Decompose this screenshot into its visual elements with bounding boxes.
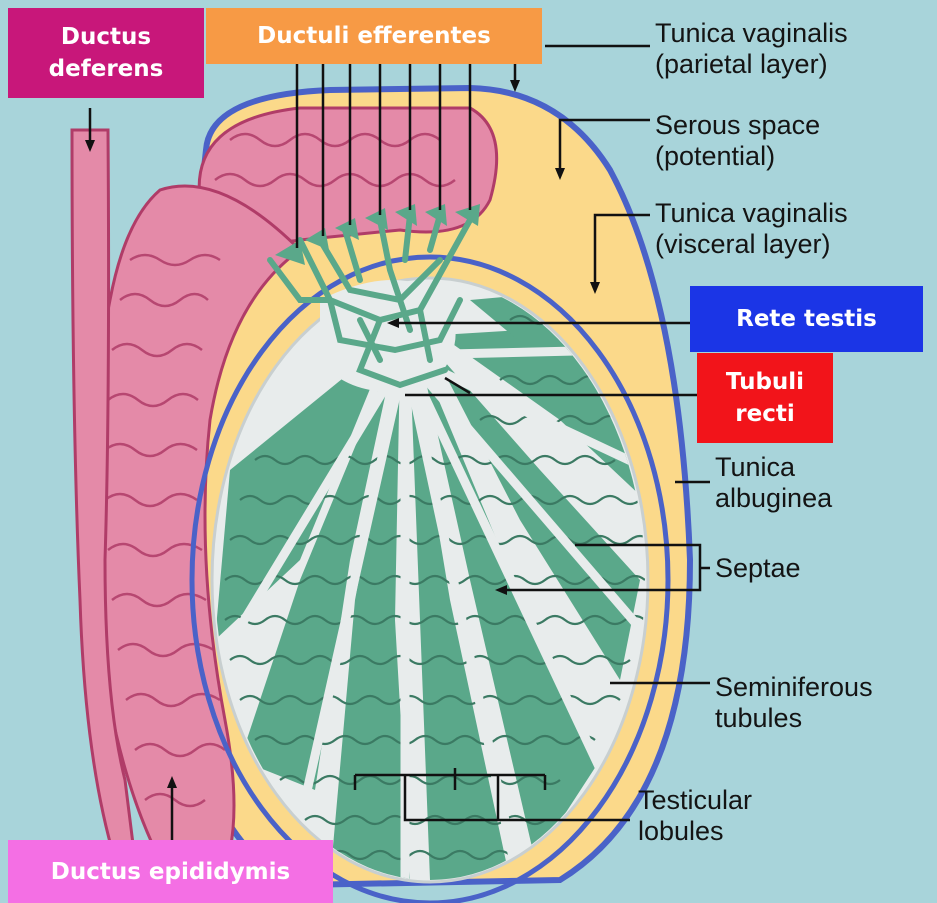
badge-rete-testis: Rete testis — [690, 286, 923, 352]
badge-ductus-epididymis: Ductus epididymis — [8, 840, 333, 903]
badge-tubuli-recti: Tubuli recti — [697, 353, 833, 443]
label-testicular-lobules: Testicular lobules — [638, 785, 752, 847]
badge-ductus-deferens: Ductus deferens — [8, 8, 204, 98]
label-tunica-vaginalis-parietal: Tunica vaginalis (parietal layer) — [655, 18, 848, 80]
label-septae: Septae — [715, 553, 801, 584]
label-tunica-vaginalis-visceral: Tunica vaginalis (visceral layer) — [655, 198, 848, 260]
label-serous-space: Serous space (potential) — [655, 110, 820, 172]
label-tunica-albuginea: Tunica albuginea — [715, 452, 832, 514]
badge-ductuli-efferentes: Ductuli efferentes — [206, 8, 542, 64]
label-seminiferous-tubules: Seminiferous tubules — [715, 672, 873, 734]
